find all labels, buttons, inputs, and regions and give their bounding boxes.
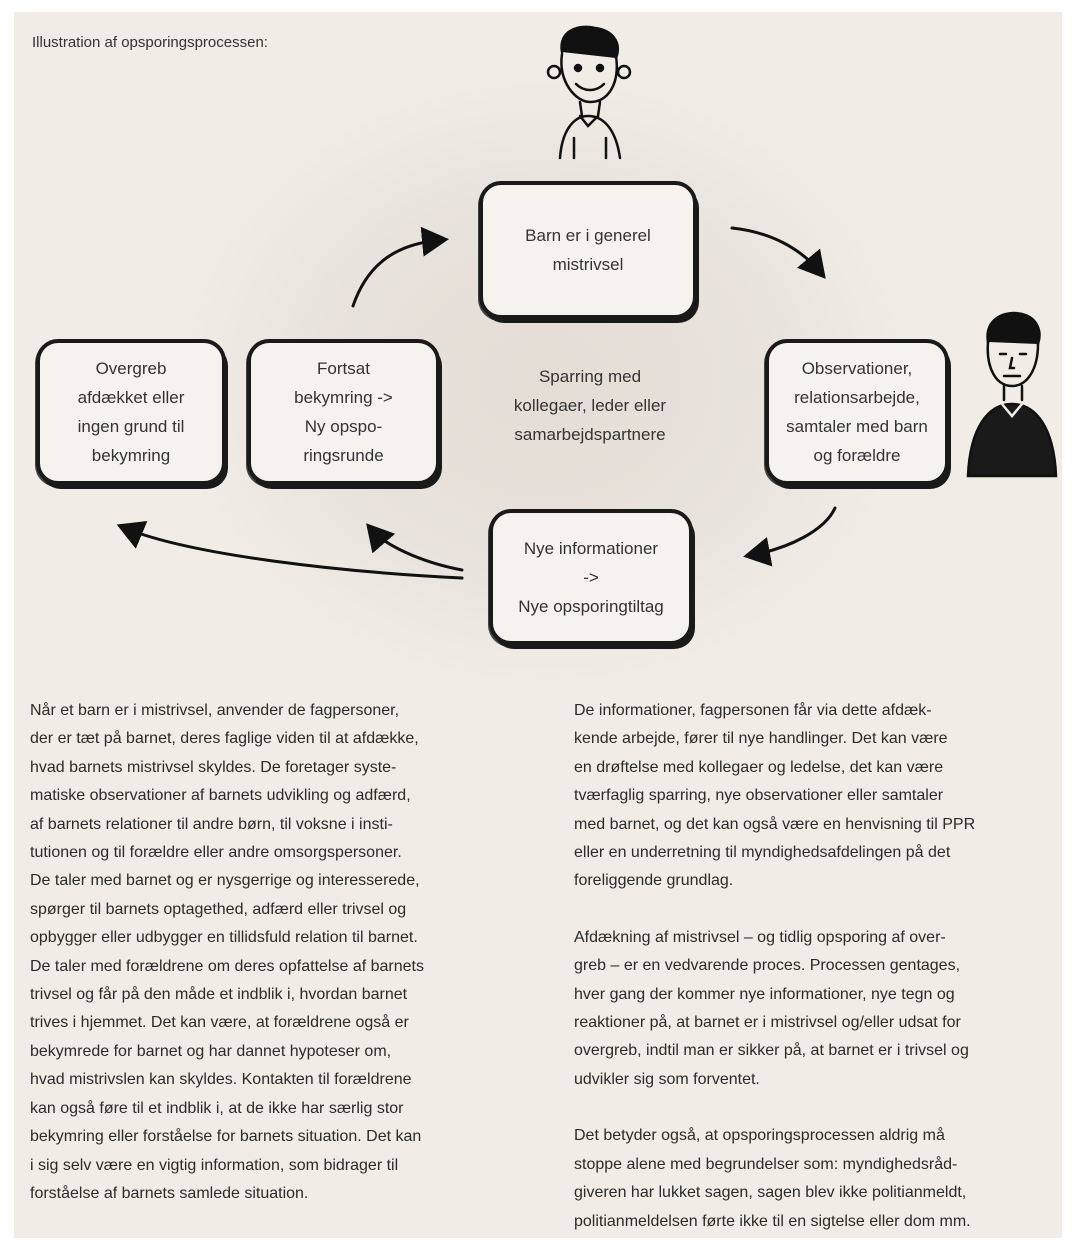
arrow-top-to-right: [730, 226, 826, 279]
adult-figure-icon: [966, 311, 1058, 478]
left-text-column: Når et barn er i mistrivsel, anvender de…: [30, 697, 550, 1208]
left-paragraph: Når et barn er i mistrivsel, anvender de…: [30, 702, 424, 1202]
child-figure-icon: [546, 25, 632, 160]
arrow-middle-to-top: [351, 226, 449, 308]
arrow-bottom-to-left: [116, 521, 464, 580]
box-fortsat-bekymring: Fortsat bekymring -> Ny opspo- ringsrund…: [247, 339, 440, 485]
right-paragraph-2: Afdækning af mistrivsel – og tidlig opsp…: [574, 928, 969, 1088]
box-generel-mistrivsel: Barn er i generel mistrivsel: [479, 181, 697, 319]
right-paragraph-3: Det betyder også, at opsporingsprocessen…: [574, 1127, 971, 1230]
arrow-bottom-to-middle: [366, 523, 464, 572]
arrow-right-to-bottom: [743, 506, 837, 567]
right-paragraph-1: De informationer, fagpersonen får via de…: [574, 702, 976, 890]
right-text-column: De informationer, fagpersonen får via de…: [574, 697, 1060, 1236]
page-title: Illustration af opsporingsprocessen:: [32, 34, 268, 51]
box-observationer: Observationer, relationsarbejde, samtale…: [765, 339, 949, 485]
box-nye-informationer: Nye informationer -> Nye opsporingtiltag: [489, 509, 693, 645]
box-overgreb-afdaekket: Overgreb afdækket eller ingen grund til …: [36, 339, 226, 485]
center-label: Sparring med kollegaer, leder eller sama…: [513, 367, 667, 444]
